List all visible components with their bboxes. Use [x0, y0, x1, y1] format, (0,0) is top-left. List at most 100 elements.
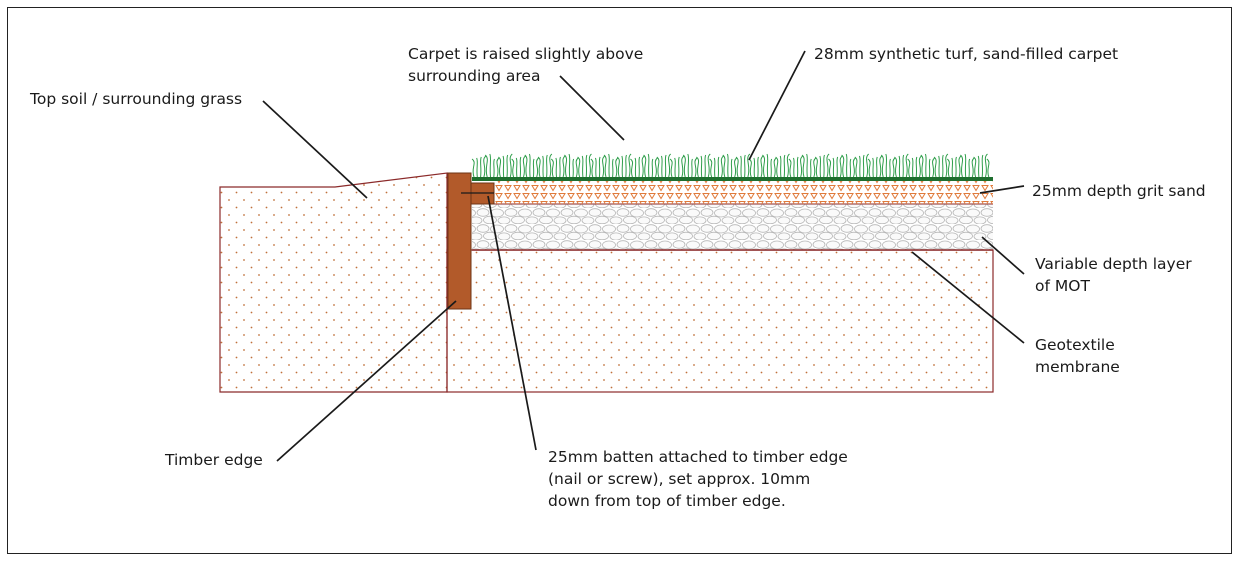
- turf-blade: [476, 157, 478, 178]
- turf-blade: [854, 156, 858, 178]
- label-grit-sand: 25mm depth grit sand: [1032, 182, 1206, 200]
- turf-blade: [735, 156, 739, 178]
- turf-blade: [575, 157, 579, 178]
- label-batten: 25mm batten attached to timber edge (nai…: [548, 448, 848, 510]
- label-top-soil: Top soil / surrounding grass: [30, 90, 243, 108]
- turf-blade: [788, 158, 792, 178]
- turf-blade: [964, 153, 967, 178]
- turf-blade: [691, 158, 693, 178]
- turf-blade: [748, 158, 752, 178]
- turf-blade: [938, 155, 940, 178]
- turf-blade: [484, 154, 488, 178]
- turf-blade: [839, 155, 843, 178]
- turf-blade: [796, 156, 799, 178]
- timber-edge: [447, 172, 472, 310]
- turf-blade: [550, 158, 554, 178]
- leader-synthetic-turf: [748, 50, 806, 161]
- turf-blade: [471, 158, 475, 178]
- turf-blade: [786, 153, 790, 178]
- turf-blade: [907, 158, 911, 178]
- turf-blade: [524, 154, 528, 178]
- turf-blade: [704, 154, 707, 178]
- turf-blade: [536, 157, 540, 178]
- turf-blade: [977, 155, 980, 178]
- turf-blade: [564, 154, 567, 178]
- turf-blade: [625, 154, 627, 178]
- turf-blade: [572, 158, 575, 178]
- turf-blade: [700, 155, 703, 178]
- turf-blade: [792, 157, 795, 178]
- turf-blade: [496, 157, 500, 178]
- turf-blade: [615, 157, 619, 178]
- turf-blade: [598, 156, 601, 178]
- turf-blade: [641, 155, 645, 178]
- turf-blade: [889, 158, 891, 178]
- turf-blade: [973, 156, 977, 178]
- turf-blade: [971, 157, 975, 178]
- sub-base-soil: [446, 249, 994, 393]
- turf-blade: [832, 157, 835, 178]
- turf-blade: [773, 157, 777, 178]
- turf-blade: [654, 157, 658, 178]
- turf-blade: [562, 155, 566, 178]
- turf-blade: [594, 157, 597, 178]
- turf-blade: [588, 153, 592, 178]
- turf-blade: [506, 154, 509, 178]
- turf-blade: [858, 155, 861, 178]
- turf-blade: [713, 157, 716, 178]
- turf-blade: [862, 154, 865, 178]
- turf-blade: [522, 155, 526, 178]
- turf-blade: [559, 156, 561, 178]
- turf-blade: [744, 154, 746, 178]
- turf-blade: [984, 153, 988, 178]
- turf-blade: [726, 153, 729, 178]
- turf-blade: [674, 157, 676, 178]
- turf-blade: [717, 156, 720, 178]
- turf-blade: [532, 158, 535, 178]
- turf-blade: [542, 155, 544, 178]
- turf-blade: [892, 157, 896, 178]
- turf-blade: [734, 157, 738, 178]
- turf-blade: [775, 156, 779, 178]
- turf-blade: [694, 157, 698, 178]
- turf-blade: [852, 157, 856, 178]
- turf-blade: [766, 153, 769, 178]
- label-synthetic-turf: 28mm synthetic turf, sand-filled carpet: [814, 45, 1119, 63]
- turf-blade: [933, 156, 937, 178]
- leader-top-soil: [262, 100, 368, 199]
- turf-blade: [555, 157, 558, 178]
- turf-blade: [753, 157, 756, 178]
- turf-blade: [942, 154, 944, 178]
- turf-blade: [849, 158, 852, 178]
- turf-blade: [958, 155, 962, 178]
- turf-blade: [841, 154, 845, 178]
- turf-blade: [902, 154, 905, 178]
- turf-blade: [616, 156, 620, 178]
- turf-blade: [806, 153, 808, 178]
- turf-blade: [730, 158, 733, 178]
- turf-blade: [630, 158, 633, 178]
- turf-blade: [628, 153, 632, 178]
- turf-blade: [814, 156, 818, 178]
- leader-mot: [981, 236, 1025, 275]
- turf-blade: [800, 155, 804, 178]
- turf-blade: [845, 153, 848, 178]
- turf-blade: [955, 156, 957, 178]
- turf-blade: [779, 155, 782, 178]
- turf-blade: [647, 153, 650, 178]
- turf-blade: [621, 155, 624, 178]
- turf-blade: [915, 156, 918, 178]
- turf-blade: [549, 153, 553, 178]
- turf-blade: [590, 158, 594, 178]
- turf-blade: [867, 158, 871, 178]
- turf-blade: [960, 154, 963, 178]
- turf-blade: [801, 154, 805, 178]
- turf-blade: [537, 156, 541, 178]
- turf-blade: [836, 156, 839, 178]
- turf-blade: [608, 153, 610, 178]
- turf-blade: [489, 153, 492, 178]
- turf-blade: [898, 155, 901, 178]
- turf-blade: [828, 158, 831, 178]
- turf-blade: [707, 153, 711, 178]
- turf-blade: [678, 156, 680, 178]
